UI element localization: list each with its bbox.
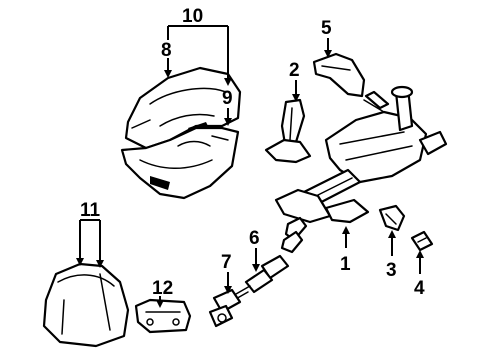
callout-12: 12 [152, 278, 173, 308]
callout-label-3: 3 [386, 260, 397, 281]
callout-label-6: 6 [249, 228, 260, 249]
callout-7: 7 [221, 252, 232, 294]
callout-label-10: 10 [182, 6, 203, 27]
steering-column-assembly [274, 85, 448, 254]
lower-column-cover [120, 126, 240, 200]
callout-9: 9 [222, 88, 233, 126]
callout-label-12: 12 [152, 278, 173, 299]
universal-joint [208, 288, 242, 328]
tilt-lever-bracket [264, 98, 312, 164]
callout-4: 4 [414, 250, 425, 299]
callout-6: 6 [249, 228, 260, 272]
column-cover-seal [42, 262, 130, 348]
callout-3: 3 [386, 230, 397, 281]
callout-1: 1 [340, 226, 351, 275]
callout-label-8: 8 [161, 40, 172, 61]
callout-label-1: 1 [340, 254, 351, 275]
callout-2: 2 [289, 60, 300, 102]
callout-5: 5 [321, 18, 332, 58]
callout-label-2: 2 [289, 60, 300, 81]
lower-bracket [134, 298, 192, 334]
callout-8: 8 [161, 40, 172, 78]
mounting-bolt [410, 230, 434, 252]
callout-label-11: 11 [80, 200, 101, 221]
switch-bracket [312, 52, 366, 98]
callout-label-5: 5 [321, 18, 332, 39]
callout-label-7: 7 [221, 252, 232, 273]
retaining-clip [378, 204, 406, 232]
callout-10: 10 [167, 6, 232, 86]
intermediate-shaft [233, 254, 290, 301]
callout-label-4: 4 [414, 278, 425, 299]
callout-label-9: 9 [222, 88, 233, 109]
callout-11: 11 [76, 200, 104, 268]
